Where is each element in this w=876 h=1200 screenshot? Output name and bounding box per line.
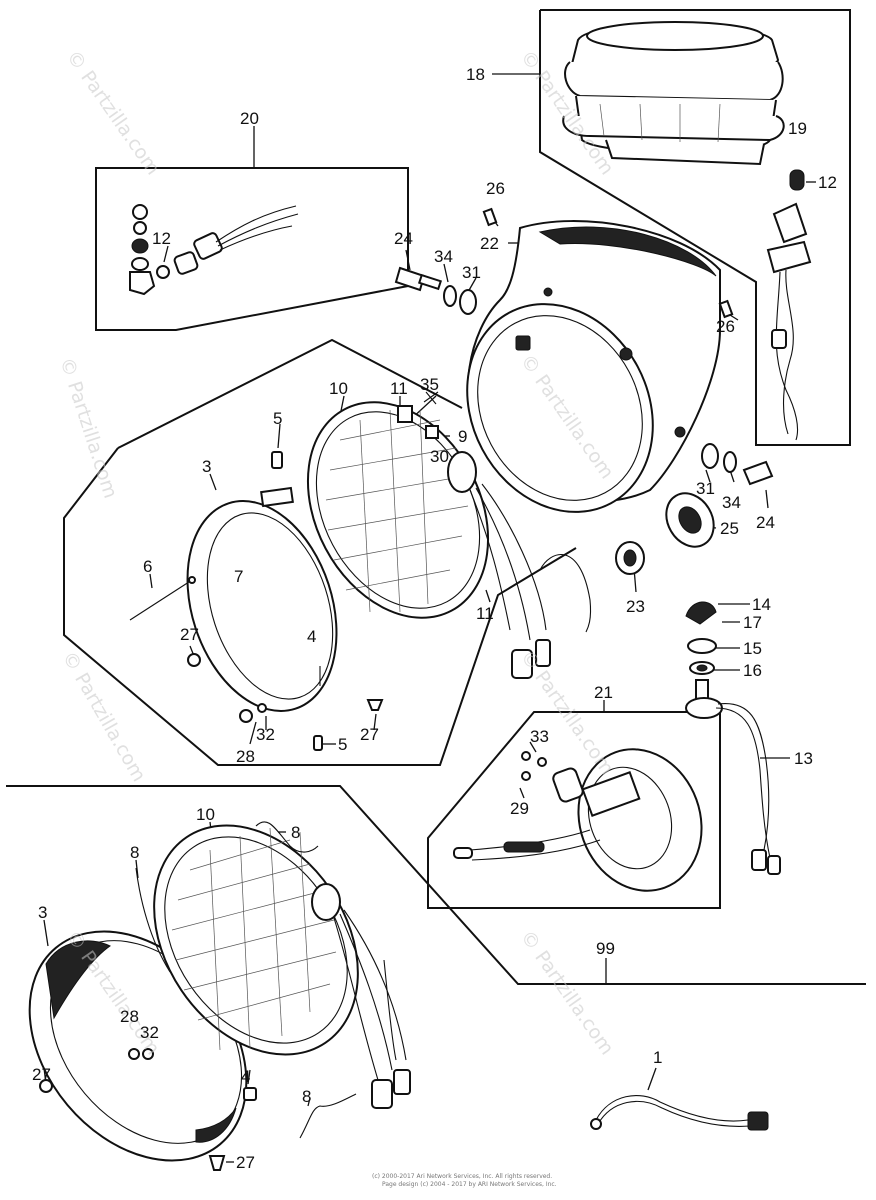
frame-group-99 xyxy=(6,785,866,985)
callout-99: 99 xyxy=(596,939,615,958)
callout-1: 1 xyxy=(653,1048,662,1067)
callout-10: 10 xyxy=(329,379,348,398)
watermark-text: © Partzilla.com xyxy=(62,46,164,179)
ground-cable-1 xyxy=(590,1095,769,1131)
callout-33: 33 xyxy=(530,727,549,746)
callout-24: 24 xyxy=(756,513,775,532)
copyright-line: Page design (c) 2004 - 2017 by ARI Netwo… xyxy=(382,1181,557,1188)
callout-31: 31 xyxy=(696,479,715,498)
callout-24: 24 xyxy=(394,229,413,248)
callout-16: 16 xyxy=(743,661,762,680)
callout-19: 19 xyxy=(788,119,807,138)
meter-case-18 xyxy=(562,21,812,441)
callout-34: 34 xyxy=(722,493,741,512)
callout-17: 17 xyxy=(743,613,762,632)
socket-housing-21 xyxy=(453,748,703,892)
callout-28: 28 xyxy=(120,1007,139,1026)
callout-30: 30 xyxy=(430,447,449,466)
callout-34: 34 xyxy=(434,247,453,266)
sealed-beam-10-upper xyxy=(306,391,592,679)
frame-group-main xyxy=(63,447,577,766)
callout-11: 11 xyxy=(476,604,494,623)
callout-4: 4 xyxy=(241,1067,250,1086)
callout-8: 8 xyxy=(291,823,300,842)
socket-assembly-20 xyxy=(129,204,299,296)
callout-12: 12 xyxy=(818,173,837,192)
callout-14: 14 xyxy=(752,595,771,614)
callout-6: 6 xyxy=(143,557,152,576)
callout-27: 27 xyxy=(360,725,379,744)
headlight-rim-3-upper xyxy=(129,486,338,712)
callout-23: 23 xyxy=(626,597,645,616)
callout-18: 18 xyxy=(466,65,485,84)
callout-labels: 1 3 3 4 4 5 5 6 7 8 8 8 9 10 10 11 11 12… xyxy=(32,65,837,1172)
switch-knob-set xyxy=(685,601,781,875)
callout-7: 7 xyxy=(234,567,243,586)
frame-group-20 xyxy=(95,167,409,331)
small-parts-main xyxy=(187,451,384,751)
callout-32: 32 xyxy=(256,725,275,744)
callout-22: 22 xyxy=(480,234,499,253)
callout-15: 15 xyxy=(743,639,762,658)
callout-5: 5 xyxy=(338,735,347,754)
callout-8: 8 xyxy=(130,843,139,862)
callout-31: 31 xyxy=(462,263,481,282)
callout-3: 3 xyxy=(38,903,47,922)
callout-20: 20 xyxy=(240,109,259,128)
callout-32: 32 xyxy=(140,1023,159,1042)
bolt-set-right xyxy=(482,207,774,575)
frame-group-21 xyxy=(427,711,721,909)
callout-5: 5 xyxy=(273,409,282,428)
callout-3: 3 xyxy=(202,457,211,476)
callout-9: 9 xyxy=(458,427,467,446)
headlight-case-22 xyxy=(466,220,721,513)
callout-21: 21 xyxy=(594,683,613,702)
frame-group-main-top xyxy=(117,338,463,449)
callout-35: 35 xyxy=(420,375,439,394)
callout-28: 28 xyxy=(236,747,255,766)
callout-13: 13 xyxy=(794,749,813,768)
callout-4: 4 xyxy=(307,627,316,646)
copyright-line: (c) 2000-2017 Ari Network Services, Inc.… xyxy=(372,1173,552,1180)
bolt-set-left xyxy=(394,266,477,315)
callout-26: 26 xyxy=(716,317,735,336)
callout-8: 8 xyxy=(302,1087,311,1106)
callout-27: 27 xyxy=(32,1065,51,1084)
sealed-beam-10-lower xyxy=(135,821,411,1139)
callout-10: 10 xyxy=(196,805,215,824)
callout-29: 29 xyxy=(510,799,529,818)
callout-27: 27 xyxy=(180,625,199,644)
watermark-text: © Partzilla.com xyxy=(55,355,121,501)
callout-11: 11 xyxy=(390,379,408,398)
frame-group-18 xyxy=(539,9,851,446)
callout-27: 27 xyxy=(236,1153,255,1172)
footer-copyright: (c) 2000-2017 Ari Network Services, Inc.… xyxy=(372,1173,557,1188)
callout-12: 12 xyxy=(152,229,171,248)
callout-25: 25 xyxy=(720,519,739,538)
callout-26: 26 xyxy=(486,179,505,198)
